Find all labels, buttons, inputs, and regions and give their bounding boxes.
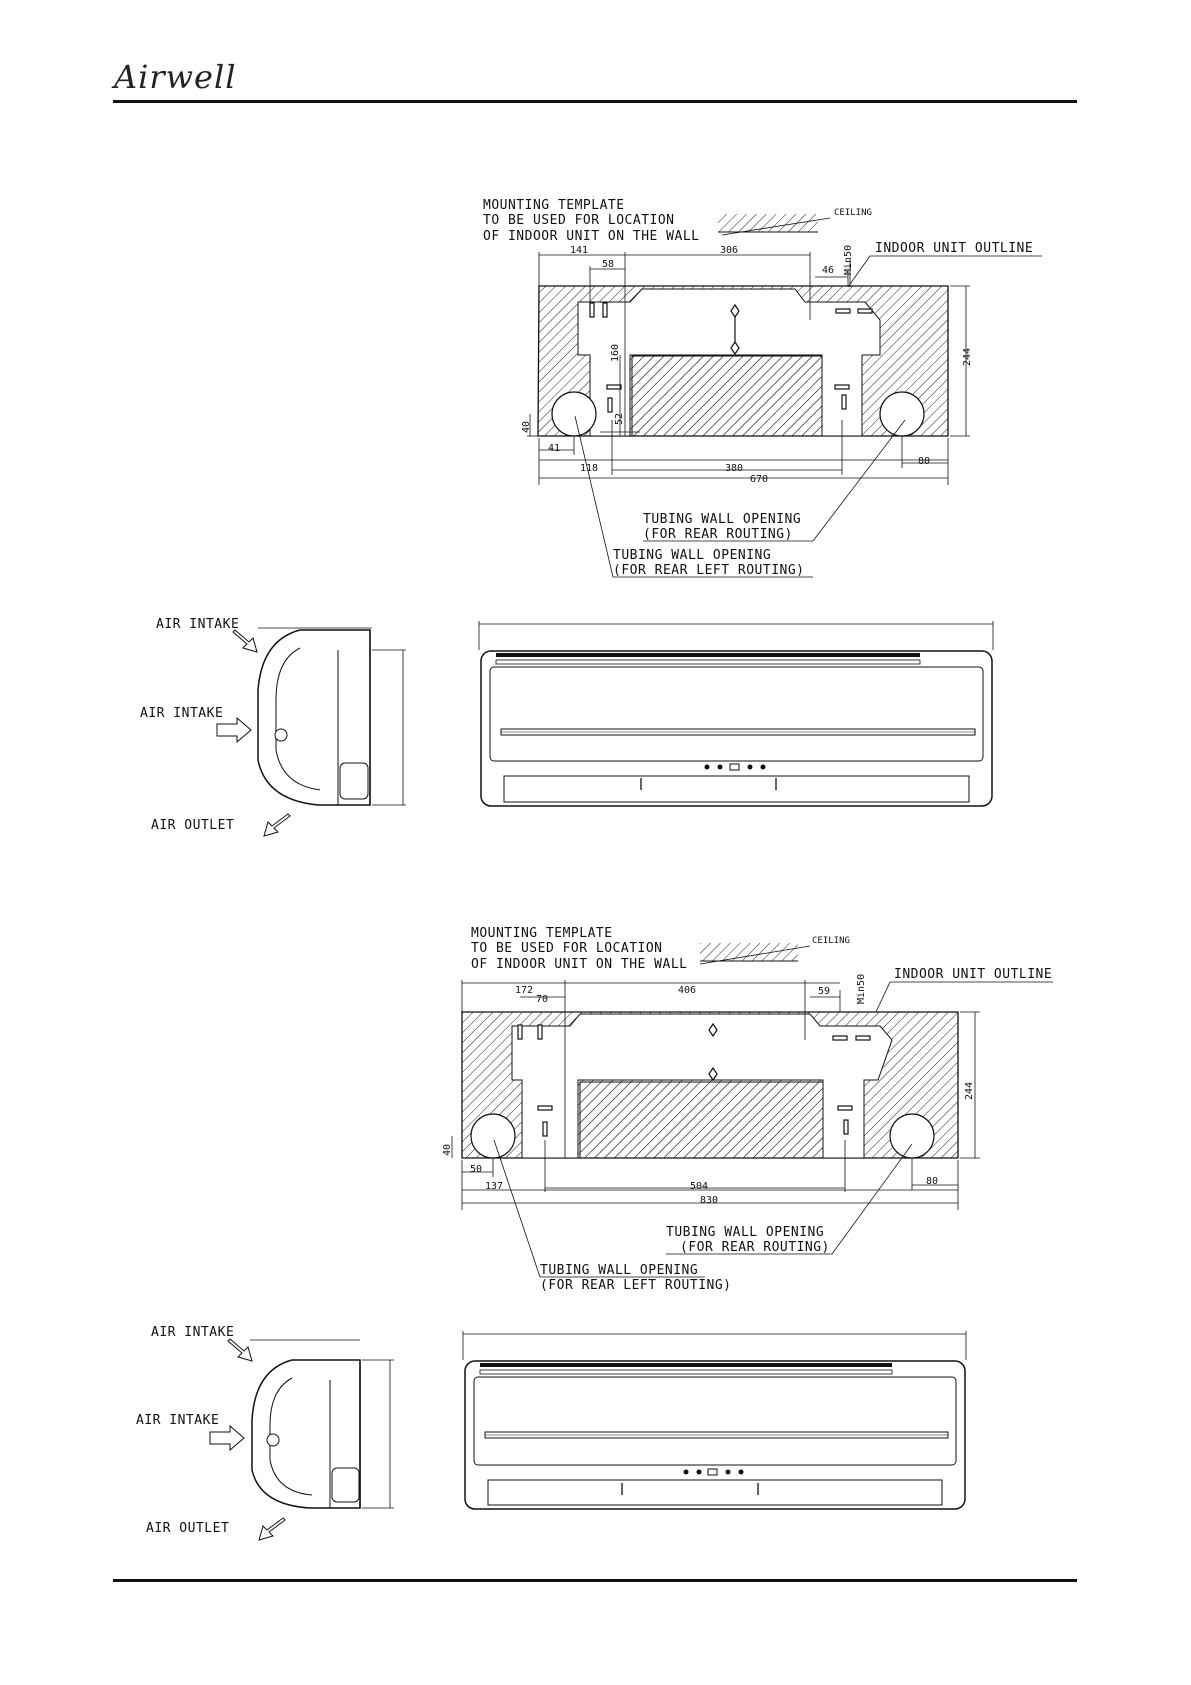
dim-min50: Min50 — [843, 245, 854, 275]
dim-306: 306 — [720, 245, 738, 256]
template-a-text-line2: TO BE USED FOR LOCATION — [483, 213, 675, 228]
dim-80: 80 — [918, 456, 930, 467]
template-a-text-line1: MOUNTING TEMPLATE — [483, 198, 625, 213]
air-intake-mid-a: AIR INTAKE — [140, 706, 223, 721]
dim-406: 406 — [678, 985, 696, 996]
dim-380: 380 — [725, 463, 743, 474]
dim-830: 830 — [700, 1195, 718, 1206]
footer-rule — [113, 1579, 1077, 1582]
air-intake-top-b: AIR INTAKE — [151, 1325, 234, 1340]
rearleft-routing-a-line1: TUBING WALL OPENING — [613, 548, 771, 563]
template-b-text-line1: MOUNTING TEMPLATE — [471, 926, 613, 941]
dim-70: 70 — [536, 994, 548, 1005]
ceiling-hatch-a — [718, 214, 818, 232]
brand-logo: Airwell — [114, 58, 237, 96]
front-view-b — [462, 1331, 967, 1510]
dim-137: 137 — [485, 1181, 503, 1192]
mounting-template-a: MOUNTING TEMPLATE TO BE USED FOR LOCATIO… — [483, 198, 1042, 578]
dim-244-b: 244 — [964, 1082, 975, 1100]
dim-118: 118 — [580, 463, 598, 474]
front-view-a — [478, 621, 994, 807]
dim-670: 670 — [750, 474, 768, 485]
dim-min50-b: Min50 — [856, 974, 867, 1004]
dim-80-b: 80 — [926, 1176, 938, 1187]
template-b-text-line3: OF INDOOR UNIT ON THE WALL — [471, 957, 688, 972]
dim-52: 52 — [614, 413, 625, 425]
template-a-text-line3: OF INDOOR UNIT ON THE WALL — [483, 229, 700, 244]
dim-58: 58 — [602, 259, 614, 270]
rearleft-routing-a-line2: (FOR REAR LEFT ROUTING) — [613, 563, 805, 578]
rearleft-routing-b-line1: TUBING WALL OPENING — [540, 1263, 698, 1278]
air-intake-top-a: AIR INTAKE — [156, 617, 239, 632]
air-outlet-b: AIR OUTLET — [146, 1521, 229, 1536]
header-rule — [113, 100, 1077, 103]
rear-routing-b-line1: TUBING WALL OPENING — [666, 1225, 824, 1240]
dim-50: 50 — [470, 1164, 482, 1175]
dim-59: 59 — [818, 986, 830, 997]
dim-41: 41 — [548, 443, 560, 454]
ceiling-label-b: CEILING — [812, 936, 850, 946]
dim-141: 141 — [570, 245, 588, 256]
outline-label-a: INDOOR UNIT OUTLINE — [875, 241, 1033, 256]
ceiling-label-a: CEILING — [834, 208, 872, 218]
air-outlet-a: AIR OUTLET — [151, 818, 234, 833]
rearleft-routing-b-line2: (FOR REAR LEFT ROUTING) — [540, 1278, 732, 1293]
side-view-a: AIR INTAKE AIR INTAKE AIR OUTLET — [140, 617, 406, 837]
mounting-template-b: MOUNTING TEMPLATE TO BE USED FOR LOCATIO… — [442, 926, 1053, 1293]
side-view-b: AIR INTAKE AIR INTAKE AIR OUTLET — [136, 1325, 394, 1541]
rear-routing-b-line2: (FOR REAR ROUTING) — [680, 1240, 830, 1255]
air-intake-mid-b: AIR INTAKE — [136, 1413, 219, 1428]
dim-160: 160 — [610, 344, 621, 362]
template-b-text-line2: TO BE USED FOR LOCATION — [471, 941, 663, 956]
dim-244: 244 — [962, 348, 973, 366]
rear-routing-a-line1: TUBING WALL OPENING — [643, 512, 801, 527]
outline-label-b: INDOOR UNIT OUTLINE — [894, 967, 1052, 982]
dim-46: 46 — [822, 265, 834, 276]
dim-40-b: 40 — [442, 1144, 453, 1156]
dim-172: 172 — [515, 985, 533, 996]
rear-routing-a-line2: (FOR REAR ROUTING) — [643, 527, 793, 542]
dim-504: 504 — [690, 1181, 708, 1192]
dim-40: 40 — [521, 421, 532, 433]
